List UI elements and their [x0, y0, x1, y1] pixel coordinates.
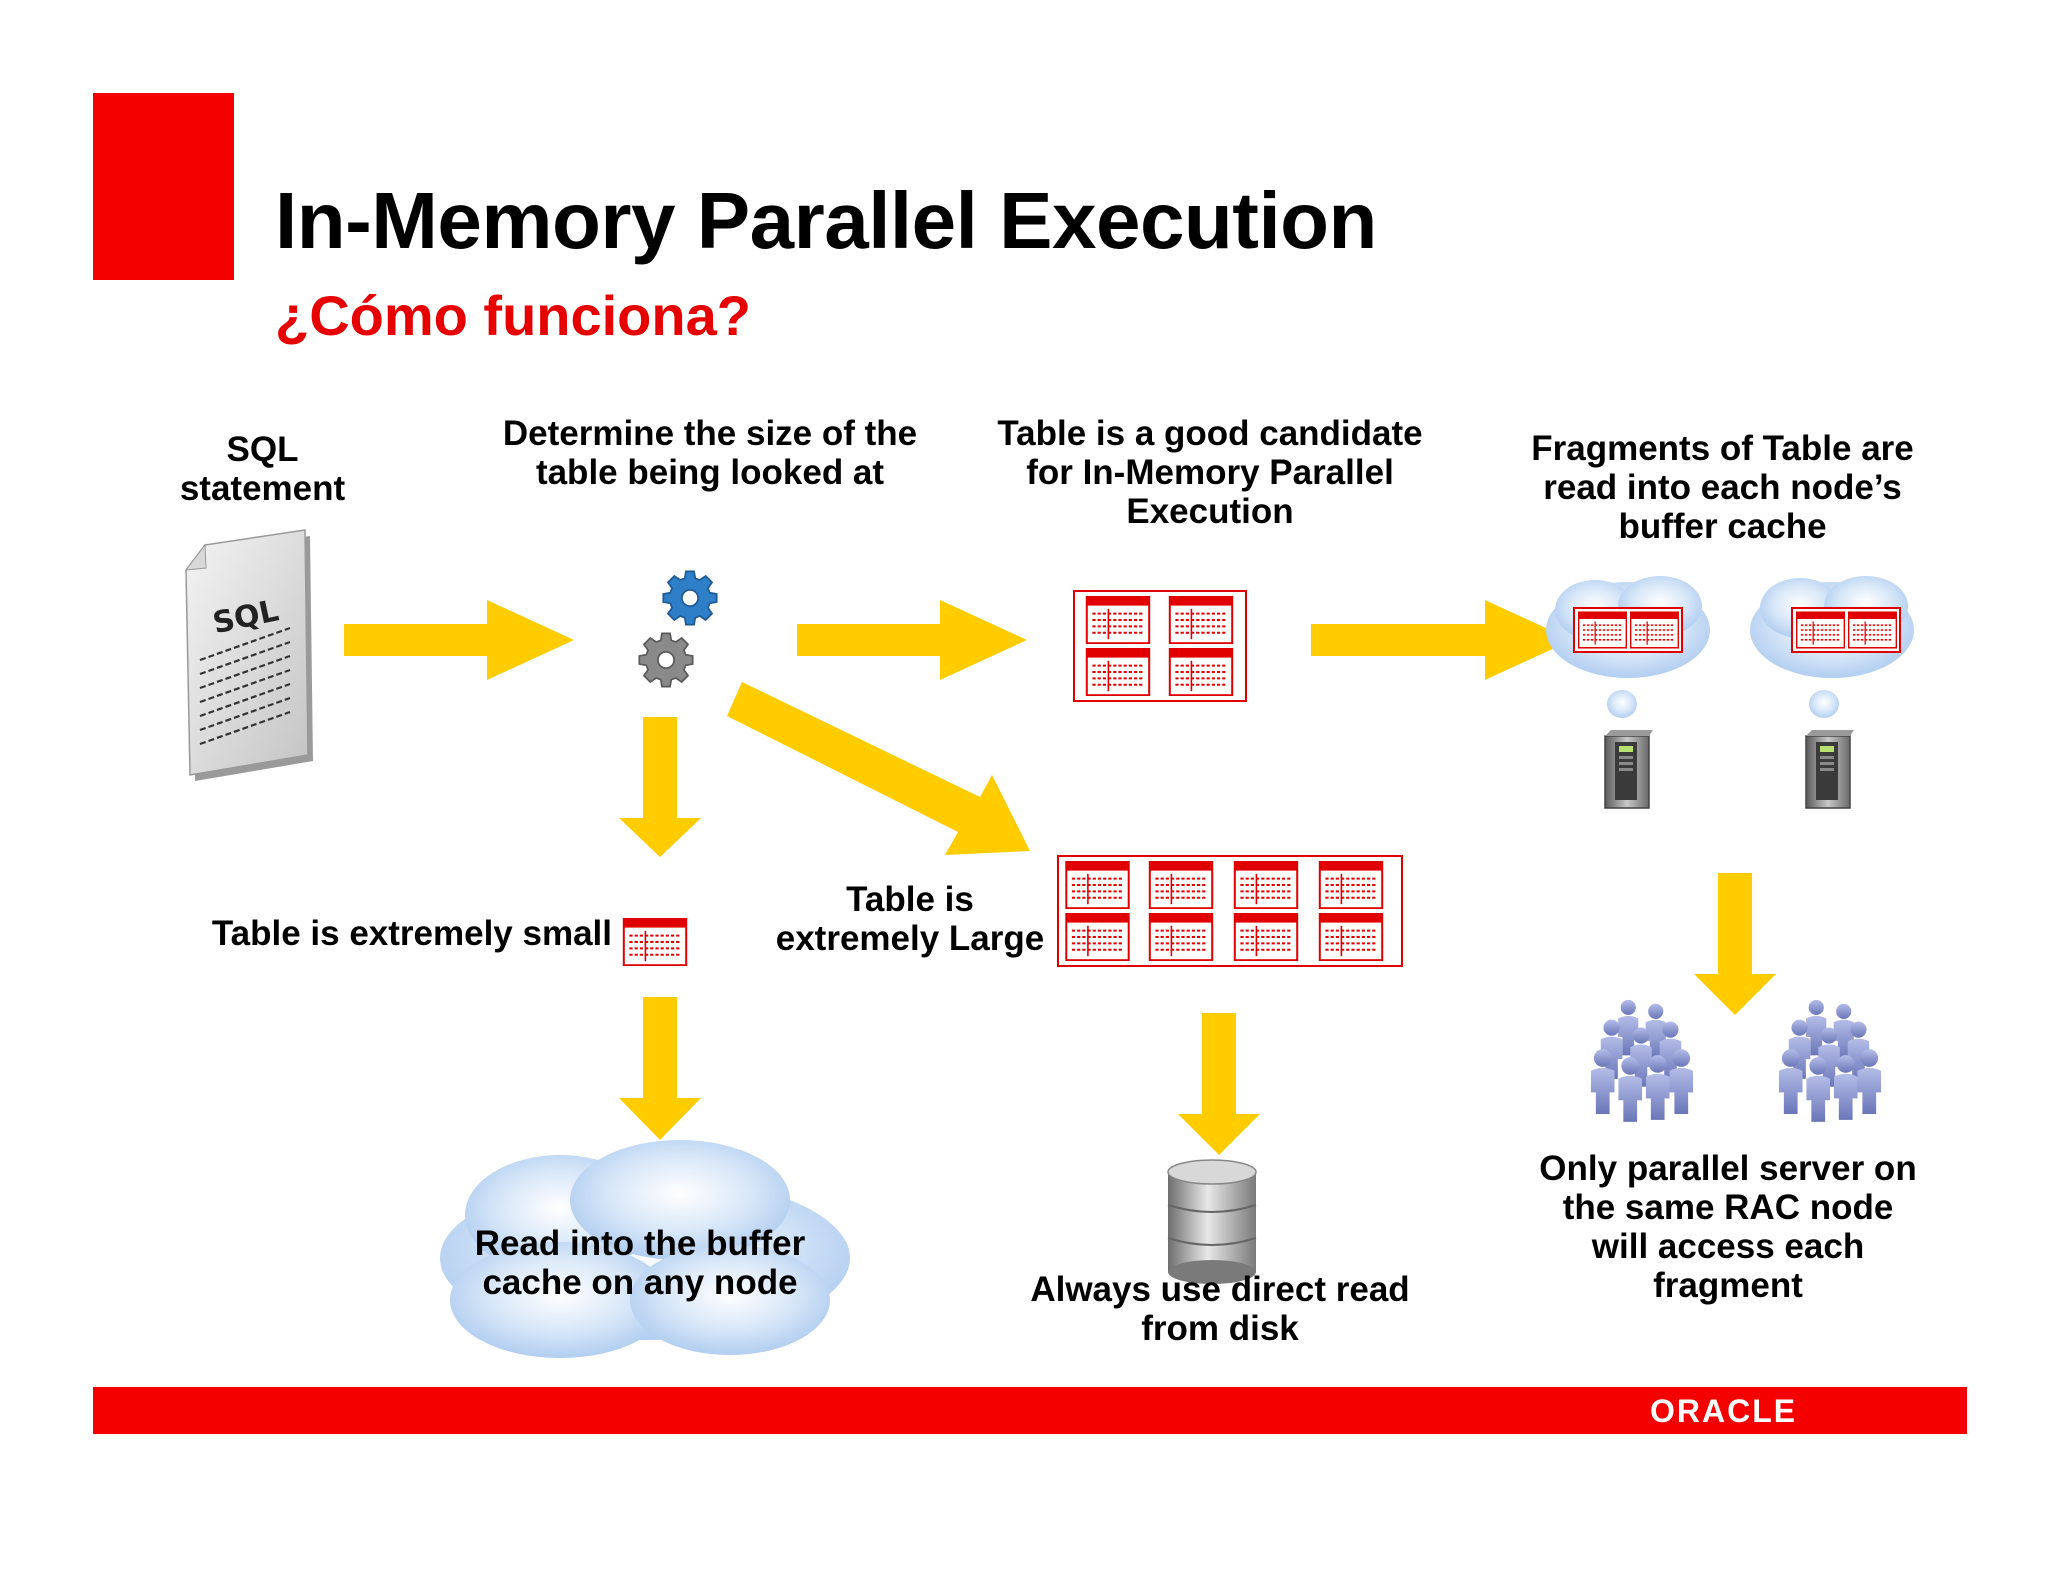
arrow-size-to-large	[727, 682, 1030, 855]
title-accent-block	[93, 93, 234, 280]
gears-icon	[638, 570, 718, 688]
label-sql-statement: SQL statement	[179, 430, 346, 508]
large-table-grid-icon	[1057, 855, 1403, 967]
label-read-buffer-cache: Read into the buffer cache on any node	[474, 1224, 806, 1302]
arrow-size-to-small	[619, 717, 701, 857]
label-direct-read-disk: Always use direct read from disk	[1030, 1270, 1410, 1348]
node-2-parallel-servers-icon	[1779, 1000, 1881, 1122]
node-2-server-icon	[1805, 729, 1855, 809]
arrow-size-to-candidate	[797, 600, 1027, 680]
small-table-icon	[622, 918, 688, 966]
arrow-fragments-to-crowds	[1694, 873, 1776, 1015]
node-1-server-icon	[1604, 729, 1654, 809]
node-1-buffer-cache-cloud	[1546, 576, 1710, 809]
label-parallel-server: Only parallel server on the same RAC nod…	[1539, 1149, 1917, 1305]
label-good-candidate: Table is a good candidate for In-Memory …	[997, 414, 1423, 531]
arrow-small-to-buffer	[619, 997, 701, 1140]
label-extremely-small: Table is extremely small	[211, 914, 612, 953]
node-1-parallel-servers-icon	[1591, 1000, 1693, 1122]
slide-title: In-Memory Parallel Execution	[275, 176, 1377, 265]
arrow-sql-to-size	[344, 600, 574, 680]
label-determine-size: Determine the size of the table being lo…	[502, 414, 918, 492]
label-extremely-large: Table is extremely Large	[775, 880, 1045, 958]
label-fragments: Fragments of Table are read into each no…	[1531, 429, 1914, 546]
arrow-large-to-disk	[1178, 1013, 1260, 1155]
disk-database-icon	[1167, 1159, 1257, 1284]
oracle-logo: ORACLE	[1650, 1393, 1798, 1429]
footer-bar	[93, 1387, 1967, 1434]
candidate-table-grid-icon	[1073, 590, 1247, 702]
buffer-cache-cloud	[440, 1140, 850, 1358]
sql-document-icon: SQL	[184, 529, 313, 781]
node-2-buffer-cache-cloud	[1750, 576, 1914, 809]
slide-subtitle: ¿Cómo funciona?	[275, 284, 751, 347]
arrow-candidate-to-fragments	[1311, 600, 1572, 680]
